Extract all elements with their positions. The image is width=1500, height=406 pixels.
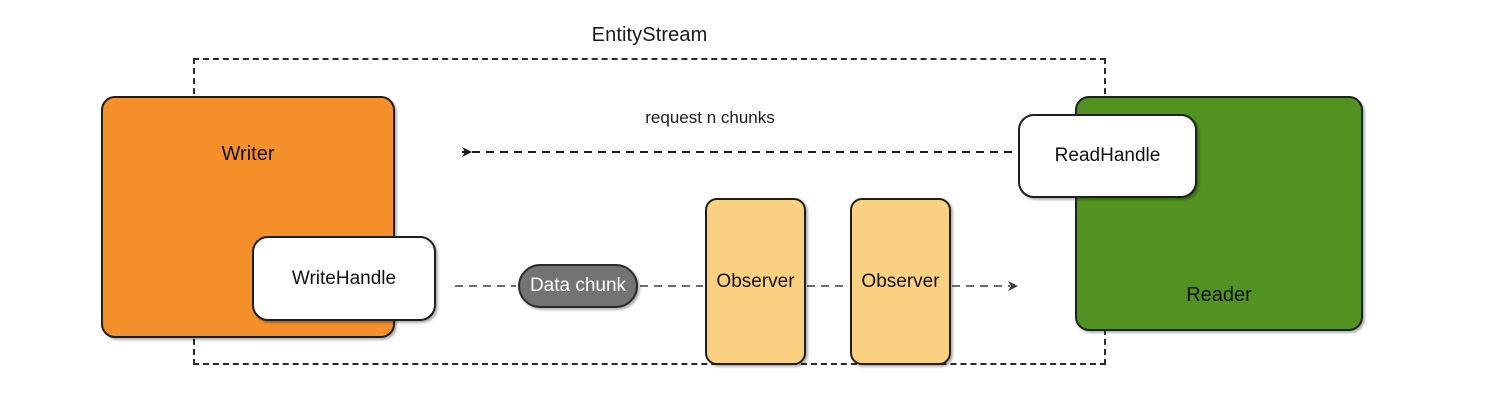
read-handle-node-label: ReadHandle [1054,145,1161,166]
write-handle-node[interactable]: WriteHandle [252,236,436,321]
read-handle-node[interactable]: ReadHandle [1018,114,1197,198]
data-chunk-node-label: Data chunk [529,275,627,296]
writer-node-label: Writer [221,143,275,165]
write-handle-node-label: WriteHandle [291,267,397,289]
observer-node-1[interactable]: Observer [850,198,951,365]
data-chunk-node[interactable]: Data chunk [518,264,638,308]
reader-node-label: Reader [1186,284,1252,306]
request-n-chunks-label: request n chunks [645,108,775,127]
entitystream-group-label: EntityStream [591,24,708,46]
observer-node-0[interactable]: Observer [705,198,806,365]
observer-node-0-label: Observer [716,270,795,292]
observer-node-1-label: Observer [861,270,940,292]
